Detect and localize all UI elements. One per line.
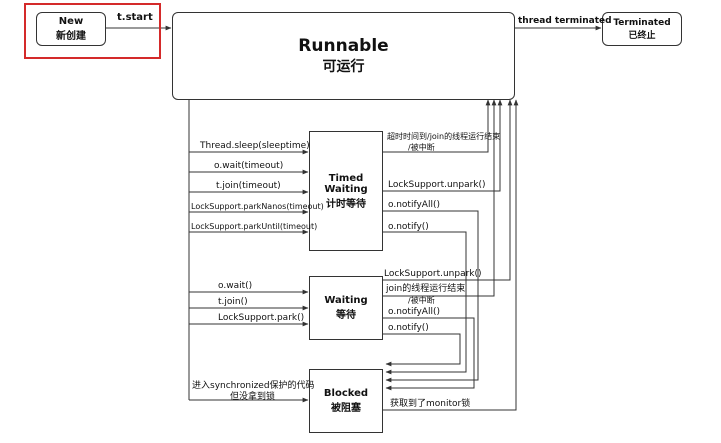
arrow-tw-timeout-return xyxy=(383,99,491,153)
label-tw-notifyall: o.notifyAll() xyxy=(388,200,440,210)
arrow-w-notifyall xyxy=(383,317,475,391)
label-thread-terminated: thread terminated xyxy=(518,16,612,26)
state-timed-waiting-title: Timed Waiting xyxy=(324,172,368,195)
label-park-until: LockSupport.parkUntil(timeout) xyxy=(191,222,318,231)
arrow-w-return xyxy=(383,99,497,297)
arrow-got-monitor xyxy=(383,99,519,411)
state-runnable-sub: 可运行 xyxy=(322,59,365,75)
label-tw-notify: o.notify() xyxy=(388,222,429,232)
arrow-w-notify xyxy=(383,333,461,367)
arrow-w-unpark xyxy=(383,99,513,281)
state-blocked: Blocked 被阻塞 xyxy=(309,369,383,433)
label-park-nanos: LockSupport.parkNanos(timeout) xyxy=(191,202,324,211)
state-waiting-sub: 等待 xyxy=(336,310,356,321)
label-tw-return-2: /被中断 xyxy=(408,143,435,152)
label-sleep: Thread.sleep(sleeptime) xyxy=(200,141,310,151)
label-park: LockSupport.park() xyxy=(218,313,305,323)
state-terminated-sub: 已终止 xyxy=(628,30,656,41)
label-tw-unpark: LockSupport.unpark() xyxy=(388,180,486,190)
state-timed-waiting: Timed Waiting 计时等待 xyxy=(309,131,383,251)
state-terminated: Terminated 已终止 xyxy=(602,12,682,46)
label-w-notifyall: o.notifyAll() xyxy=(388,307,440,317)
state-runnable-title: Runnable xyxy=(298,36,389,56)
state-blocked-sub: 被阻塞 xyxy=(331,403,361,414)
label-got-monitor: 获取到了monitor锁 xyxy=(390,399,471,409)
label-w-return-2: /被中断 xyxy=(408,296,435,305)
label-w-return-1: join的线程运行结束 xyxy=(386,284,466,294)
label-wait: o.wait() xyxy=(218,281,253,291)
label-join: t.join() xyxy=(218,297,248,307)
state-new: New 新创建 xyxy=(36,12,106,46)
state-runnable: Runnable 可运行 xyxy=(172,12,515,100)
label-enter-sync-2: 但没拿到锁 xyxy=(230,392,276,402)
new-state-highlight xyxy=(24,3,161,59)
state-new-title: New xyxy=(58,16,84,27)
state-timed-waiting-sub: 计时等待 xyxy=(326,198,366,210)
state-waiting: Waiting 等待 xyxy=(309,276,383,340)
state-new-sub: 新创建 xyxy=(56,31,86,42)
label-tw-return-1: 超时时间到/join的线程运行结束 xyxy=(387,132,501,141)
state-terminated-title: Terminated xyxy=(613,17,671,28)
label-w-unpark: LockSupport.unpark() xyxy=(384,269,482,279)
label-w-notify: o.notify() xyxy=(388,323,429,333)
state-waiting-title: Waiting xyxy=(324,295,368,306)
label-enter-sync-1: 进入synchronized保护的代码 xyxy=(192,381,315,391)
label-join-timeout: t.join(timeout) xyxy=(216,181,281,191)
arrow-tw-notify xyxy=(383,231,467,375)
state-blocked-title: Blocked xyxy=(323,388,369,399)
label-wait-timeout: o.wait(timeout) xyxy=(214,161,284,171)
label-t-start: t.start xyxy=(117,12,153,23)
arrow-tw-unpark xyxy=(383,99,503,192)
